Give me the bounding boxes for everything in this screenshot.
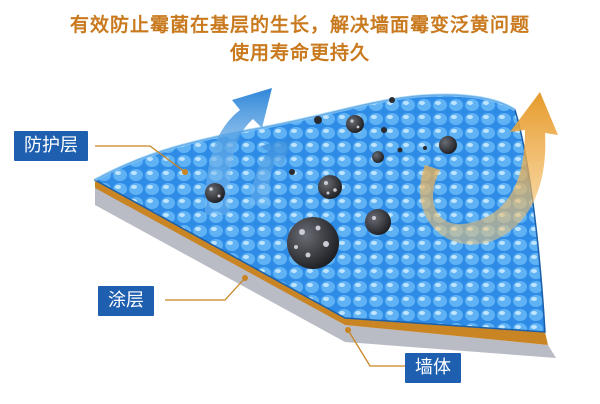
mold-spore-icon xyxy=(389,97,395,103)
airflow-arrow-icon xyxy=(250,138,292,205)
label-protective-layer: 防护层 xyxy=(14,131,88,161)
mold-spore-icon xyxy=(314,116,322,124)
airflow-arrow-icon xyxy=(420,92,558,245)
headline-line-2: 使用寿命更持久 xyxy=(229,42,370,64)
mold-spore-icon xyxy=(287,217,339,269)
mold-spore-icon xyxy=(289,169,295,175)
mold-spore-icon xyxy=(318,175,342,199)
leader-line-wall xyxy=(347,329,405,367)
base-layer xyxy=(95,180,548,345)
mold-spore-icon xyxy=(381,127,387,133)
label-wall: 墙体 xyxy=(405,353,461,383)
headline-line-1: 有效防止霉菌在基层的生长，解决墙面霉变泛黄问题 xyxy=(69,14,530,36)
label-coating: 涂层 xyxy=(98,286,154,316)
leader-line-coating xyxy=(165,277,246,301)
wall-layer xyxy=(95,185,556,358)
mold-spore-icon xyxy=(205,183,225,203)
mold-spore-icon xyxy=(423,146,427,150)
coating-layer xyxy=(93,94,546,333)
mold-spore-icon xyxy=(439,136,457,154)
airflow-arrow-icon xyxy=(205,88,272,215)
mold-spore-icon xyxy=(372,151,384,163)
mold-spore-icon xyxy=(346,115,364,133)
mold-spore-icon xyxy=(365,209,391,235)
mold-spore-icon xyxy=(397,147,403,153)
leader-line-protective xyxy=(95,145,186,173)
